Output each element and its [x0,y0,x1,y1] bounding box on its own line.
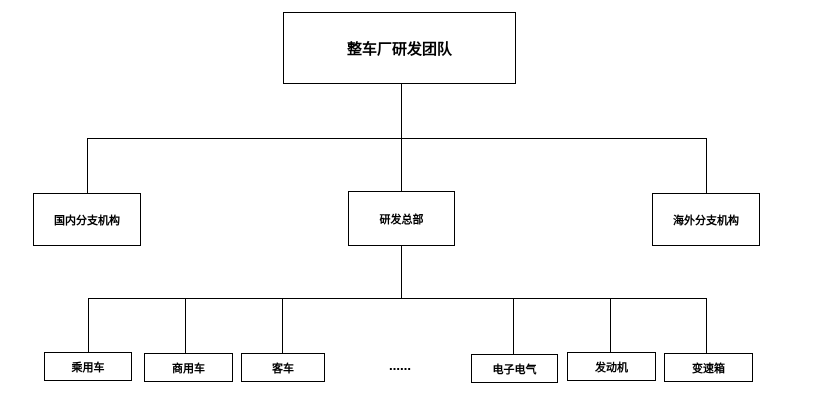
node-overseas-branch: 海外分支机构 [652,193,760,246]
omitted-nodes-ellipsis: …… [389,360,411,373]
connector-hq-down [401,245,402,299]
connector-to-bus [282,298,283,354]
connector-to-passenger [88,298,89,353]
connector-level2-bus [87,138,707,139]
connector-level3-bus [88,298,707,299]
connector-to-hq [401,138,402,192]
connector-to-electrical [513,298,514,355]
node-overseas-branch-label: 海外分支机构 [673,213,739,227]
node-commercial-vehicle-label: 商用车 [172,361,205,375]
node-passenger-car: 乘用车 [44,352,132,381]
node-rd-headquarters: 研发总部 [348,191,455,246]
node-electrical-electronics: 电子电气 [471,354,558,383]
node-transmission: 变速箱 [664,353,753,382]
connector-to-engine [610,298,611,353]
node-engine: 发动机 [567,352,656,381]
node-passenger-car-label: 乘用车 [71,360,105,374]
node-bus: 客车 [241,353,325,382]
node-rd-headquarters-label: 研发总部 [379,212,424,226]
connector-to-overseas [706,138,707,194]
node-bus-label: 客车 [272,361,294,375]
node-commercial-vehicle: 商用车 [144,353,233,382]
connector-root-down [401,83,402,139]
root-node-label: 整车厂研发团队 [346,39,452,58]
connector-to-domestic [87,138,88,194]
node-domestic-branch: 国内分支机构 [33,193,141,246]
root-node: 整车厂研发团队 [283,12,516,84]
connector-to-commercial [185,298,186,354]
node-transmission-label: 变速箱 [692,361,725,375]
node-engine-label: 发动机 [595,360,628,374]
node-electrical-electronics-label: 电子电气 [492,362,537,376]
node-domestic-branch-label: 国内分支机构 [54,213,120,227]
connector-to-transmission [706,298,707,354]
